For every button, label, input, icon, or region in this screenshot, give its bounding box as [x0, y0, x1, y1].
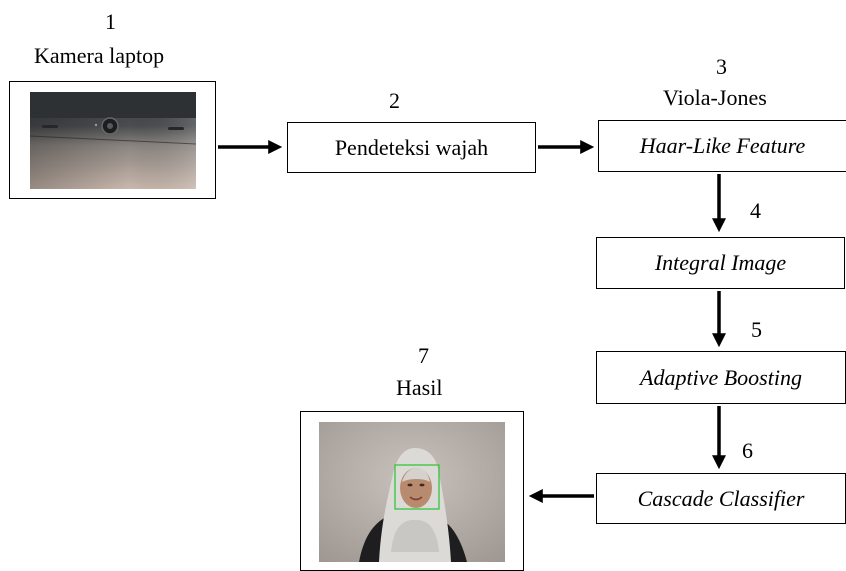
viola-jones-label: Viola-Jones	[663, 85, 767, 110]
step-5-number: 5	[751, 317, 762, 342]
result-label: Hasil	[396, 375, 443, 400]
adaptive-boosting-label: Adaptive Boosting	[640, 364, 802, 390]
laptop-camera-photo	[30, 92, 196, 189]
detected-face-photo	[319, 422, 505, 562]
step-6-number: 6	[742, 438, 753, 463]
camera-image-frame	[9, 81, 216, 199]
step-1-number: 1	[105, 9, 116, 34]
camera-label: Kamera laptop	[34, 43, 165, 68]
result-image-frame	[300, 411, 524, 571]
cascade-classifier-box: Cascade Classifier	[596, 473, 846, 524]
haar-like-feature-box: Haar-Like Feature	[598, 120, 846, 172]
haar-like-feature-label: Haar-Like Feature	[639, 133, 806, 158]
face-detector-label: Pendeteksi wajah	[334, 134, 489, 160]
step-7-number: 7	[418, 343, 429, 368]
step-3-number: 3	[716, 54, 727, 79]
integral-image-box: Integral Image	[596, 237, 845, 289]
step-4-number: 4	[750, 198, 761, 223]
integral-image-label: Integral Image	[654, 250, 787, 275]
step-2-number: 2	[389, 88, 400, 113]
cascade-classifier-label: Cascade Classifier	[637, 485, 805, 511]
adaptive-boosting-box: Adaptive Boosting	[596, 351, 846, 404]
face-detector-box: Pendeteksi wajah	[287, 122, 536, 173]
